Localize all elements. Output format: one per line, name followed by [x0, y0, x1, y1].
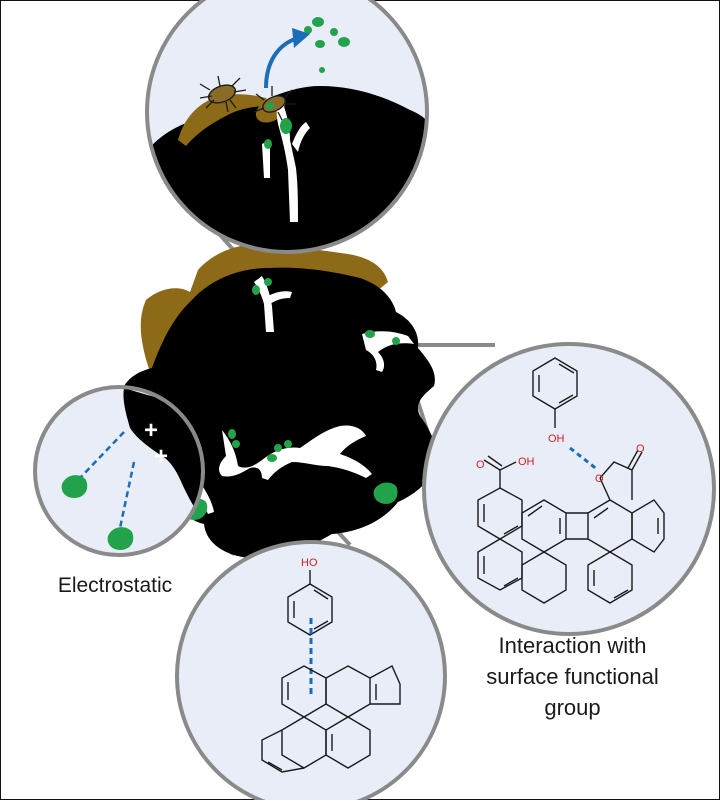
phenol-hydroxyl-label: OH	[548, 433, 565, 445]
pollutant-blob	[373, 482, 398, 504]
zoomed-charged-surface	[123, 388, 203, 520]
pollutant-dot	[232, 440, 240, 448]
interaction-line	[79, 431, 125, 479]
pollutant-dot	[304, 26, 312, 34]
pollutant-dot	[228, 429, 236, 439]
aromatic-ring	[477, 538, 523, 591]
lactone-ring	[599, 461, 633, 500]
pollutant-dot	[392, 337, 400, 345]
pore-top-branch	[268, 291, 292, 304]
pollutant-dot	[267, 454, 277, 462]
pollutant-dot	[266, 102, 274, 110]
zoomed-particle-surface	[147, 86, 427, 252]
zoom-functional-group: OH	[422, 342, 716, 636]
electrostatic-label: Electrostatic	[57, 574, 173, 597]
pollutant-dot	[274, 444, 282, 452]
functional-group-interaction-label: Interaction with surface functional grou…	[455, 630, 690, 723]
pollutant-dot	[365, 330, 375, 338]
label-line: surface functional	[486, 664, 659, 689]
pollutant-dot	[252, 285, 260, 295]
pollutant-dot	[264, 139, 272, 149]
release-arrow-head	[292, 28, 310, 48]
lactone-ring-oxygen-label: O	[595, 473, 604, 485]
carboxyl-oxygen-label: O	[476, 459, 485, 471]
lactone-carbonyl-oxygen-label: O	[636, 443, 645, 455]
label-line: Interaction with	[498, 633, 647, 658]
polyaromatic-surface	[477, 449, 665, 604]
pore-right	[362, 331, 414, 372]
pollutant-dot	[319, 67, 325, 73]
pollutant-blob	[107, 527, 134, 550]
positive-charge: +	[144, 417, 158, 444]
pyrene-surface	[261, 665, 401, 773]
pollutant-dot	[312, 17, 324, 27]
pollutant-dot	[315, 40, 325, 48]
zoom-circle-border	[33, 385, 205, 557]
zoom-pi-pi-interaction: HO	[175, 540, 447, 800]
interaction-line	[118, 461, 136, 529]
zoomed-organic-layer	[178, 94, 270, 146]
label-line: group	[544, 695, 601, 720]
microbe-icon	[199, 75, 247, 113]
zoomed-pore-branch	[292, 122, 310, 152]
pollutant-blob	[61, 475, 88, 498]
aromatic-ring	[631, 499, 665, 553]
phenol-molecule-bottom	[287, 570, 333, 636]
release-arrow	[264, 36, 299, 89]
zoom-electrostatic: + +	[33, 385, 205, 557]
pollutant-dot	[264, 278, 272, 286]
phenol-molecule	[532, 357, 578, 428]
zoom-top-pollutants	[264, 17, 350, 149]
electrostatic-attraction-lines	[79, 431, 136, 529]
pore-bottom-center	[219, 425, 372, 480]
carboxyl-hydroxyl-label: OH	[518, 456, 535, 468]
zoomed-pore-left	[262, 140, 270, 178]
zoom-circle-border	[145, 0, 429, 254]
aromatic-ring	[325, 716, 371, 769]
pollutant-dot	[330, 28, 338, 36]
aromatic-ring	[521, 551, 567, 604]
pollutant-dot	[280, 118, 292, 134]
benzene-ring	[287, 583, 333, 636]
positive-charge: +	[154, 443, 168, 470]
zoom-circle	[422, 342, 716, 636]
hydrogen-bond-line	[569, 446, 599, 472]
pollutant-dot	[338, 37, 350, 47]
phenol-hydroxyl-label-bottom: HO	[301, 557, 318, 569]
aromatic-ring	[587, 551, 633, 604]
pollutant-dot	[284, 440, 292, 448]
zoom-biodegradation	[145, 0, 429, 254]
